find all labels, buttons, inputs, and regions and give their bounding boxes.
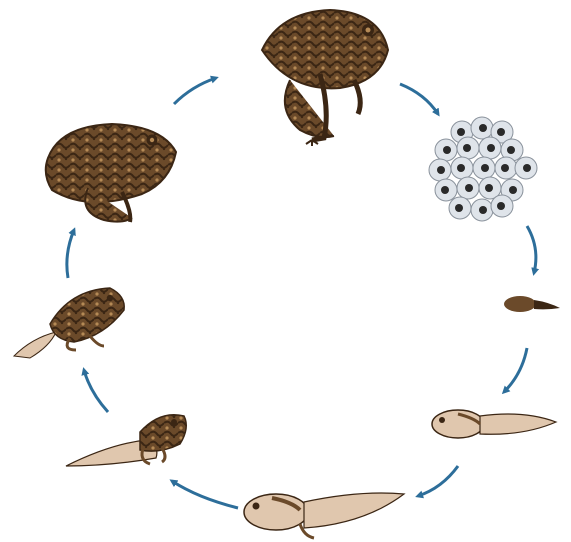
egg (471, 117, 493, 139)
arrow-tadpole-to-legs (418, 466, 458, 496)
egg (451, 157, 473, 179)
egg (479, 137, 501, 159)
egg (457, 137, 479, 159)
arrow-legs-to-froglet (172, 481, 238, 508)
egg (495, 157, 517, 179)
hatchling-tadpole-icon (504, 296, 560, 312)
arrow-hatchling-to-tadpole (504, 348, 527, 392)
egg (449, 197, 471, 219)
egg (457, 177, 479, 199)
arrow-froglet-to-young (84, 370, 108, 412)
arrow-adult-to-eggs (400, 84, 438, 114)
adult-frog-icon (262, 10, 388, 146)
egg (435, 179, 457, 201)
egg (515, 157, 537, 179)
egg (435, 139, 457, 161)
egg (491, 195, 513, 217)
egg (429, 159, 451, 181)
froglet-tail-icon (66, 415, 186, 466)
arrow-young-to-adult (67, 230, 74, 278)
egg (471, 199, 493, 221)
young-frog-tail-icon (14, 288, 124, 358)
frog-spawn-icon (429, 117, 537, 221)
egg (473, 157, 495, 179)
arrow-adult-to-adult (174, 78, 216, 104)
arrow-eggs-to-hatchling (527, 226, 536, 273)
tadpole-hind-legs-icon (244, 493, 404, 538)
tadpole-icon (432, 410, 556, 438)
adult-frog-icon (46, 124, 176, 222)
